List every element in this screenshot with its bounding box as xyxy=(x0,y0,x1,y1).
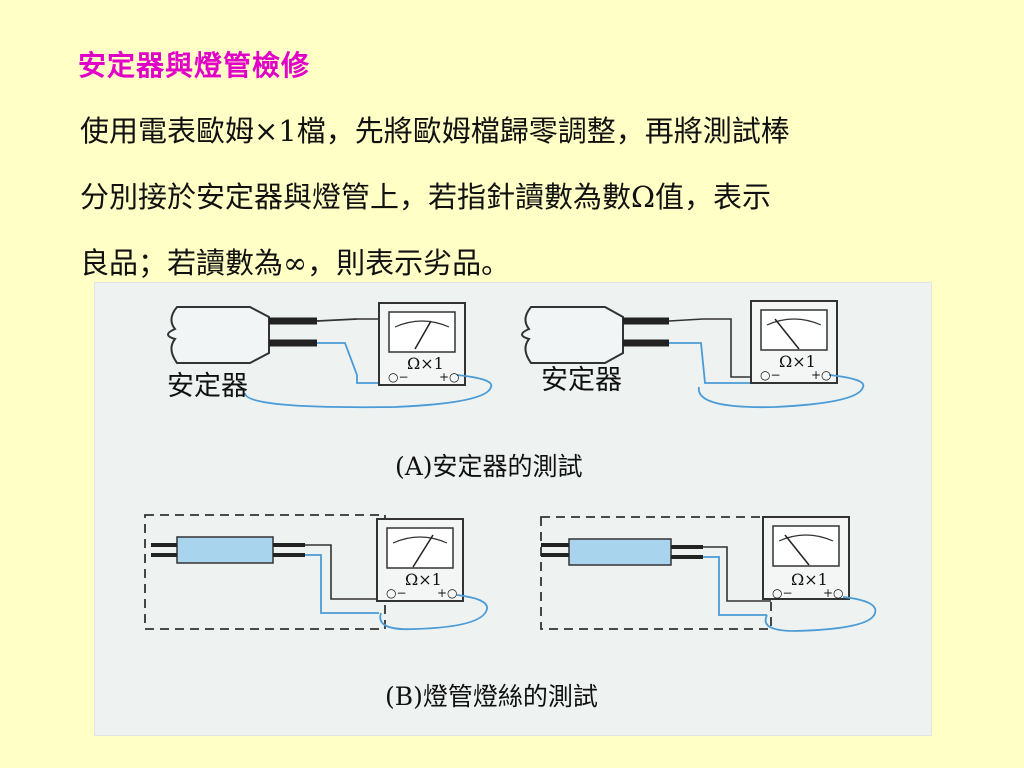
meter-pos-terminal-a1: +○ xyxy=(439,370,460,384)
paragraph-line-3: 良品；若讀數為∞，則表示劣品。 xyxy=(80,246,511,280)
ohmmeter-icon-2 xyxy=(750,300,838,384)
ballast-body-icon-2 xyxy=(521,306,624,364)
tube-test-right: Ω×1 ○− +○ xyxy=(540,516,877,632)
meter-neg-terminal-b1: ○− xyxy=(386,586,407,600)
meter-pos-terminal-b1: +○ xyxy=(437,586,458,600)
paragraph-line-1: 使用電表歐姆×1檔，先將歐姆檔歸零調整，再將測試棒 xyxy=(80,114,790,148)
meter-pos-terminal-b2: +○ xyxy=(823,586,844,600)
fluorescent-tube-icon xyxy=(176,536,274,564)
ballast-test-left: 安定器 Ω×1 ○− +○ xyxy=(167,302,493,409)
description-paragraph: 使用電表歐姆×1檔，先將歐姆檔歸零調整，再將測試棒 分別接於安定器與燈管上，若指… xyxy=(80,98,920,296)
caption-a: (A)安定器的測試 xyxy=(395,452,583,481)
meter-scale-b2: Ω×1 xyxy=(791,570,828,589)
meter-neg-terminal-a1: ○− xyxy=(388,370,409,384)
fluorescent-tube-icon-2 xyxy=(568,538,672,566)
meter-scale-a1: Ω×1 xyxy=(407,354,444,373)
test-diagram-figure: 安定器 Ω×1 ○− +○ 安定器 Ω×1 ○− +○ (A)安定器的測試 xyxy=(94,282,932,736)
meter-neg-terminal-a2: ○− xyxy=(760,368,781,382)
paragraph-line-2: 分別接於安定器與燈管上，若指針讀數為數Ω值，表示 xyxy=(80,180,772,214)
meter-scale-b1: Ω×1 xyxy=(405,570,442,589)
ballast-label-right: 安定器 xyxy=(541,365,622,396)
ohmmeter-icon-4 xyxy=(762,516,850,600)
test-diagram-svg: 安定器 Ω×1 ○− +○ 安定器 Ω×1 ○− +○ (A)安定器的測試 xyxy=(144,300,877,711)
meter-neg-terminal-b2: ○− xyxy=(772,586,793,600)
meter-pos-terminal-a2: +○ xyxy=(811,368,832,382)
ohmmeter-icon-3 xyxy=(376,518,464,602)
caption-b: (B)燈管燈絲的測試 xyxy=(385,682,598,711)
ohmmeter-icon xyxy=(378,302,466,386)
ballast-label-left: 安定器 xyxy=(167,371,248,402)
meter-scale-a2: Ω×1 xyxy=(779,352,816,371)
ballast-test-right: 安定器 Ω×1 ○− +○ xyxy=(521,300,865,409)
tube-test-left: Ω×1 ○− +○ xyxy=(144,514,488,631)
ballast-body-icon xyxy=(167,306,270,364)
slide-title: 安定器與燈管檢修 xyxy=(78,49,311,82)
